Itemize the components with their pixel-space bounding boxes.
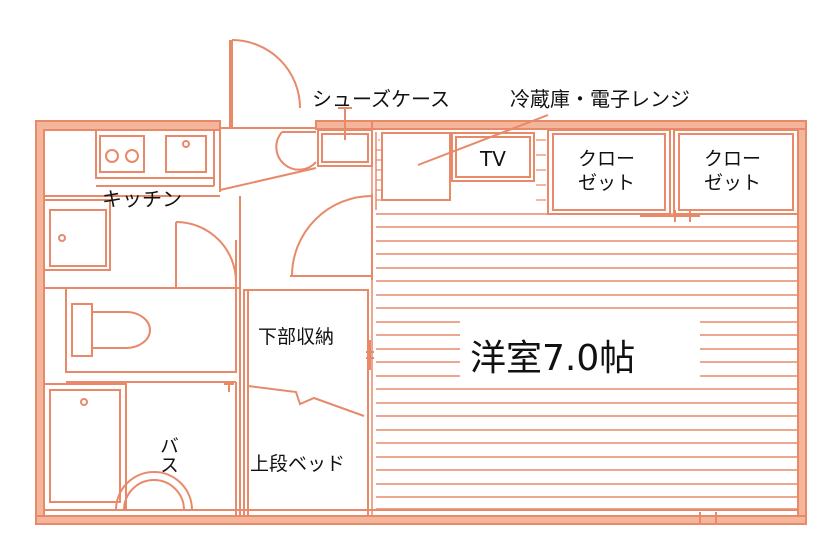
fridge-leader xyxy=(417,114,549,166)
washer-pan xyxy=(43,199,111,271)
exterior-wall-bottom xyxy=(35,515,807,525)
entrance-door-swing xyxy=(231,39,301,109)
toilet-door-swing xyxy=(175,221,237,283)
kitchen-counter xyxy=(95,129,215,179)
toilet-tank xyxy=(71,303,93,357)
fridge-microwave-label: 冷蔵庫・電子レンジ xyxy=(510,87,690,111)
closet-1-label-line1: クロー xyxy=(578,148,635,170)
closet-2-inner xyxy=(678,133,794,211)
bed-divider xyxy=(247,385,365,417)
bathtub xyxy=(43,383,127,511)
western-room-label: 洋室7.0帖 xyxy=(470,338,635,379)
closet-2 xyxy=(673,129,799,215)
closet-1-label-line2: ゼット xyxy=(578,172,635,194)
bath-door-swing xyxy=(115,471,193,511)
closet-1-inner xyxy=(552,133,666,211)
fridge-box xyxy=(381,132,451,201)
room-door-swing xyxy=(291,195,373,277)
kitchen-sink xyxy=(165,135,207,173)
exterior-wall-right xyxy=(797,120,807,524)
exterior-wall xyxy=(35,120,221,517)
exterior-wall-top-right xyxy=(371,120,807,130)
shoe-case-label: シューズケース xyxy=(312,87,450,111)
storage-column xyxy=(243,289,369,517)
upper-bed-label: 上段ベッド xyxy=(250,453,345,475)
tv-label: TV xyxy=(479,147,506,171)
entry-inner-door xyxy=(275,131,317,171)
toilet-bowl xyxy=(91,311,151,349)
kitchen-label: キッチン xyxy=(102,187,182,211)
closet-1 xyxy=(547,129,671,215)
closet-2-label-line1: クロー xyxy=(704,148,761,170)
stove xyxy=(99,135,145,173)
lower-storage-label: 下部収納 xyxy=(258,326,334,348)
closet-2-label-line2: ゼット xyxy=(704,172,761,194)
bath-label: バス xyxy=(157,436,179,474)
